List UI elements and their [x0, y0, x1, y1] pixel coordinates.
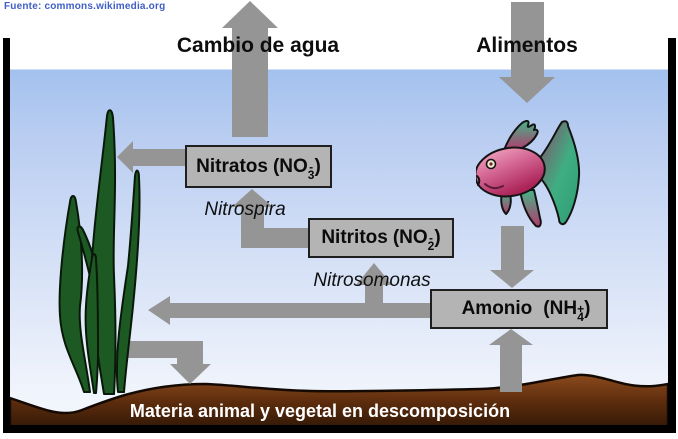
amonio-subscript: 4 — [577, 310, 584, 324]
nitritos-subscript: 2 — [427, 239, 435, 253]
fish-eye-pupil — [489, 162, 493, 166]
water-change-title: Cambio de agua — [176, 34, 340, 57]
fish-anal-fin — [519, 189, 542, 228]
nitrosomonas-label: Nitrosomonas — [313, 270, 431, 291]
fish-pelvic-fin — [500, 191, 512, 215]
fish-dorsal-fin — [503, 119, 539, 151]
nitratos-superscript: - — [309, 159, 314, 174]
nitritos-box: Nitritos (NO-2) — [308, 218, 454, 258]
tank-border-right — [668, 38, 676, 433]
amonio-label: Amonio — [461, 298, 533, 319]
arrow-soil-to-amonio — [489, 329, 533, 392]
nitritos-formula: (NO-2) — [392, 227, 441, 253]
arrow-food-to-fish — [499, 2, 555, 103]
amonio-formula: (NH+4) — [543, 298, 591, 324]
source-credit: Fuente: commons.wikimedia.org — [4, 1, 166, 12]
fish-mouth — [476, 175, 481, 186]
nitratos-box: Nitratos (NO-3) — [185, 145, 332, 188]
ground-caption: Materia animal y vegetal en descomposici… — [129, 401, 511, 421]
plant-leaf — [58, 195, 91, 393]
nitrospira-label: Nitrospira — [204, 199, 286, 220]
aquatic-plants-illustration — [58, 109, 141, 395]
fish-body — [476, 146, 546, 198]
arrow-nitratos-to-water-change — [222, 1, 278, 137]
nitratos-label: Nitratos — [196, 155, 268, 177]
nitritos-superscript: - — [429, 231, 433, 245]
nitratos-subscript: 3 — [307, 167, 315, 182]
arrow-amonio-to-nitritos — [356, 263, 392, 305]
arrow-fish-to-amonio — [490, 226, 534, 288]
fish-illustration — [476, 119, 581, 228]
amonio-superscript: + — [577, 302, 585, 316]
arrow-nitratos-to-plants — [117, 141, 185, 173]
tank-border-left — [3, 38, 10, 433]
nitratos-formula: (NO-3) — [272, 155, 321, 182]
plant-leaf — [84, 253, 99, 394]
arrow-nitritos-to-nitratos — [232, 189, 308, 248]
arrow-amonio-to-plants — [148, 296, 430, 325]
arrow-plants-to-soil — [120, 341, 211, 384]
tank-border-bottom — [3, 425, 676, 433]
food-title: Alimentos — [476, 34, 578, 57]
fish-gill-line — [484, 183, 504, 190]
plant-leaf — [115, 169, 141, 393]
nitritos-label: Nitritos — [321, 227, 388, 248]
amonio-box: Amonio (NH+4) — [430, 289, 608, 329]
